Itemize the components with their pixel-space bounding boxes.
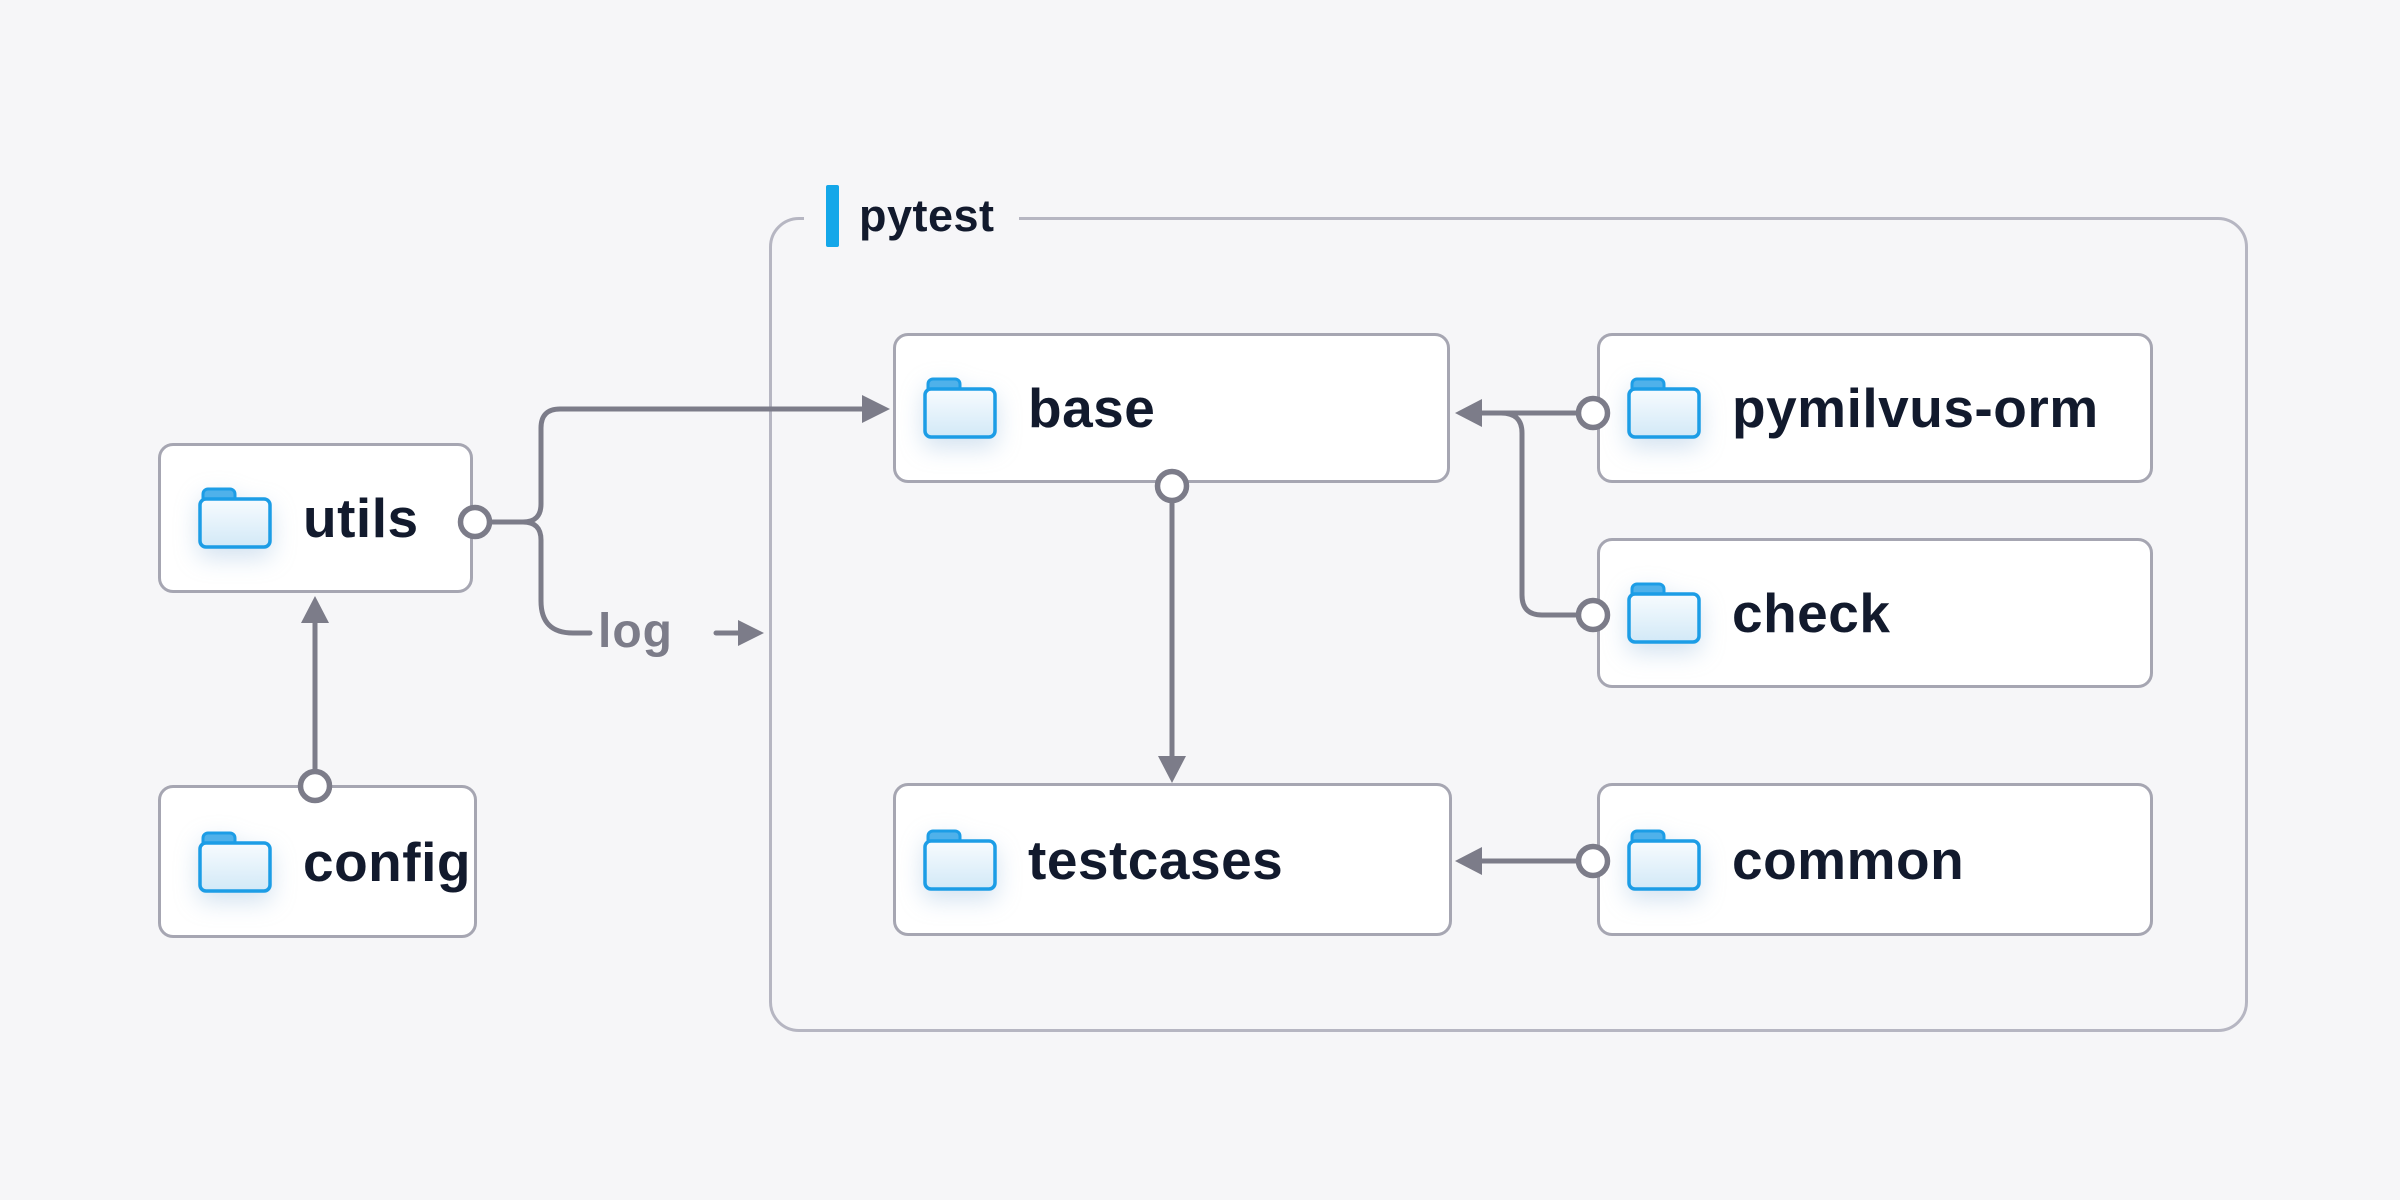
node-testcases: testcases bbox=[893, 783, 1452, 936]
node-label: base bbox=[1028, 377, 1156, 439]
node-base: base bbox=[893, 333, 1450, 483]
folder-icon bbox=[922, 828, 998, 892]
folder-icon bbox=[197, 486, 273, 550]
node-config: config bbox=[158, 785, 477, 938]
group-title: pytest bbox=[859, 190, 995, 241]
folder-icon bbox=[197, 830, 273, 894]
node-common: common bbox=[1597, 783, 2153, 936]
arrowhead-into-utils-bottom bbox=[301, 596, 329, 623]
node-label: common bbox=[1732, 828, 1965, 891]
folder-icon bbox=[1626, 376, 1702, 440]
node-utils: utils bbox=[158, 443, 473, 593]
folder-icon bbox=[1626, 828, 1702, 892]
node-pymilvus-orm: pymilvus-orm bbox=[1597, 333, 2153, 483]
node-label: config bbox=[303, 830, 471, 893]
node-label: check bbox=[1732, 582, 1891, 644]
node-check: check bbox=[1597, 538, 2153, 688]
folder-icon bbox=[922, 376, 998, 440]
pytest-group-label: pytest bbox=[804, 180, 1019, 252]
edge-label-log: log bbox=[598, 605, 673, 658]
accent-bar bbox=[826, 185, 839, 247]
pytest-group-box bbox=[769, 217, 2248, 1032]
node-label: utils bbox=[303, 487, 419, 549]
folder-icon bbox=[1626, 581, 1702, 645]
edge-utils-to-log bbox=[520, 519, 593, 636]
node-label: pymilvus-orm bbox=[1732, 377, 2099, 439]
arrowhead-log bbox=[738, 620, 764, 646]
node-label: testcases bbox=[1028, 828, 1284, 891]
